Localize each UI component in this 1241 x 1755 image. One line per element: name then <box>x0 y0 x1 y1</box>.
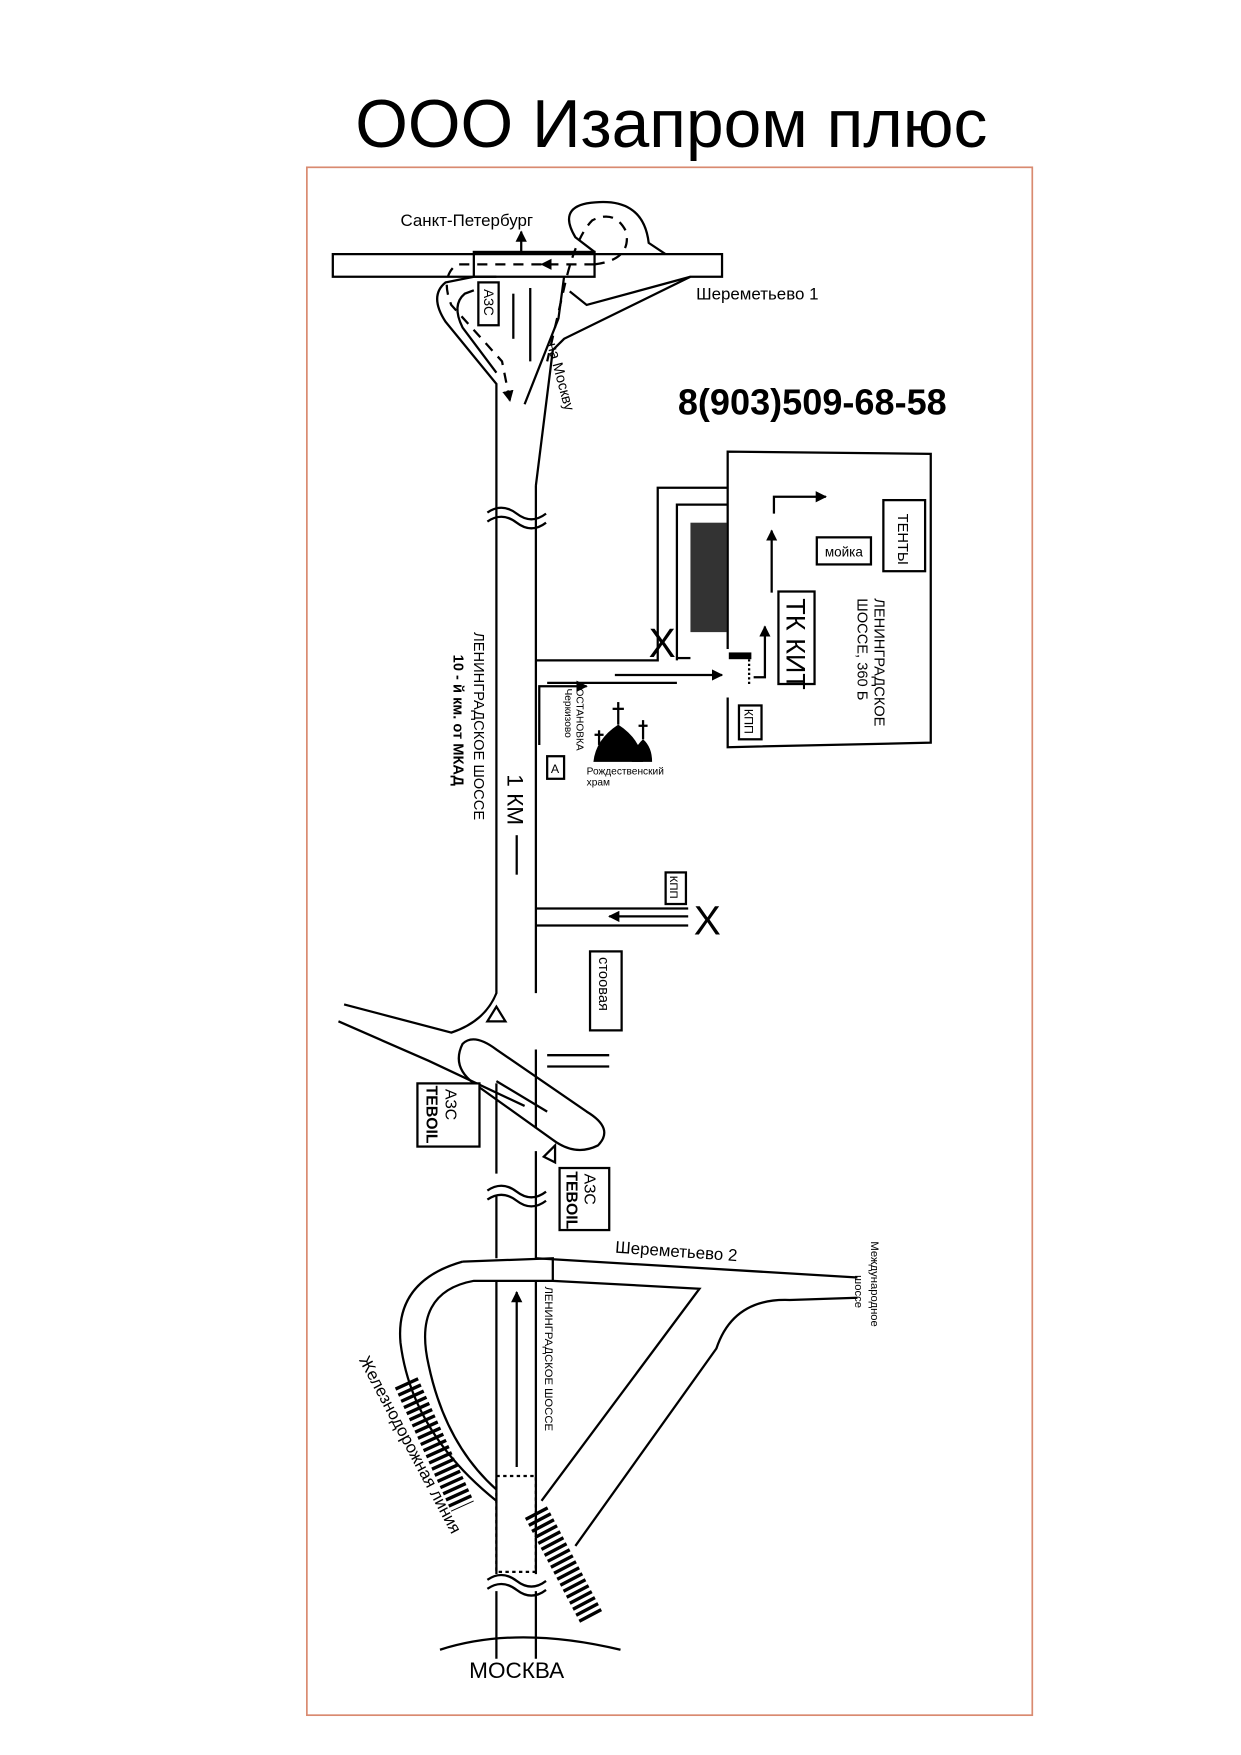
kpp-label-2: КПП <box>667 876 679 899</box>
tents-label: ТЕНТЫ <box>894 514 910 565</box>
kpp-label-1: КПП <box>742 709 756 734</box>
blocked-road-x-2: X <box>694 897 721 943</box>
wash-label: мойка <box>825 545 864 560</box>
azs-top-label: АЗС <box>481 289 496 316</box>
address-label-1: ЛЕНИНГРАДСКОЕ <box>870 598 886 726</box>
intl-highway-label-1: Международное <box>868 1241 880 1327</box>
highway-main-label: ЛЕНИНГРАДСКОЕ ШОССЕ <box>470 632 486 820</box>
top-interchange: АЗС Санкт-Петербург Шереметьево 1 на Мос… <box>331 200 819 486</box>
church-label: Рождественский <box>587 766 664 777</box>
second-access: X КПП стоовая АЗС TEBOIL АЗС TEBOIL <box>416 871 721 1232</box>
bus-stop-badge: А <box>551 762 560 776</box>
azs-teboil-2-brand: TEBOIL <box>562 1171 579 1229</box>
church-label-2: храм <box>587 778 610 789</box>
phone-number: 8(903)509-68-58 <box>678 381 947 422</box>
distance-1km-label: 1 КМ <box>503 774 528 825</box>
map-frame <box>306 166 1034 1717</box>
access-road: X ОСТАНОВКА Черкизово А Рождественский х… <box>535 486 728 789</box>
azs-teboil-1-label: АЗС <box>442 1089 459 1120</box>
sher1-label: Шереметьево 1 <box>696 284 818 303</box>
bus-stop-name: Черкизово <box>562 689 573 739</box>
sher2-label: Шереметьево 2 <box>615 1238 738 1265</box>
canteen-label: стоовая <box>595 957 611 1011</box>
azs-teboil-1-brand: TEBOIL <box>422 1086 439 1144</box>
highway-low-label: ЛЕНИНГРАДСКОЕ ШОССЕ <box>542 1286 554 1431</box>
address-label-2: ШОССЕ, 360 Б <box>853 598 869 700</box>
lower-interchange: Шереметьево 2 Международное шоссе ЛЕНИНГ… <box>355 1238 880 1683</box>
tk-kit-label: ТК КИТ <box>780 598 811 690</box>
moscow-label: МОСКВА <box>469 1658 564 1683</box>
page-title: ООО Изапром плюс <box>355 87 987 162</box>
azs-top-box <box>477 281 500 327</box>
azs-teboil-2-label: АЗС <box>580 1174 597 1205</box>
company-territory: ТЕНТЫ мойка ТК КИТ ЛЕНИНГРАДСКОЕ ШОССЕ, … <box>690 450 932 749</box>
bus-stop-label: ОСТАНОВКА <box>574 689 585 751</box>
blocked-road-x-1: X <box>649 620 676 666</box>
railway-label: Железнодорожная линия <box>355 1353 465 1537</box>
spb-label: Санкт-Петербург <box>401 211 534 230</box>
intl-highway-label-2: шоссе <box>852 1275 864 1308</box>
highway-km-label: 10 - й км. от МКАД <box>450 655 466 787</box>
building <box>690 522 727 633</box>
church-icon <box>593 702 653 762</box>
